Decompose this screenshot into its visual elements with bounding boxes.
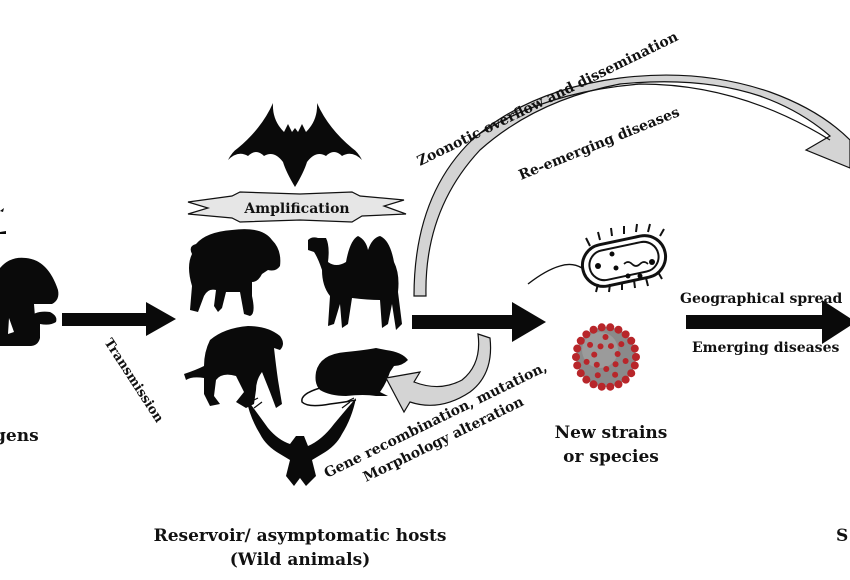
virus-spike <box>597 382 606 391</box>
reservoir-label-line2: (Wild animals) <box>230 550 370 570</box>
virus-spike <box>632 353 640 361</box>
virus-spike <box>573 344 582 353</box>
virus-spike <box>593 361 600 368</box>
virus-spike <box>614 351 621 358</box>
virus-spike <box>589 325 598 334</box>
virus-spike <box>606 382 615 391</box>
coronavirus-icon <box>572 323 640 391</box>
virus-spike <box>618 341 625 348</box>
transmission-label: Transmission <box>101 336 167 426</box>
eagle-icon <box>246 397 356 486</box>
virus-spike <box>612 371 619 378</box>
virus-spike <box>583 358 590 365</box>
zoonotic-label: Zoonotic overflow and dissemination <box>415 29 681 170</box>
virus-spike <box>582 330 591 339</box>
pathogens-label: gens <box>0 426 39 446</box>
virus-spike <box>603 365 610 372</box>
virus-spike <box>573 361 582 370</box>
virus-spike <box>614 325 623 334</box>
wild-boar-icon <box>189 229 281 316</box>
new-strains-label-line1: New strains <box>555 423 668 443</box>
virus-spike <box>591 351 598 358</box>
geographical-spread-arrow <box>686 300 850 344</box>
virus-spike <box>589 380 598 389</box>
virus-spike <box>576 369 585 378</box>
virus-spike <box>572 353 580 361</box>
virus-spike <box>594 372 601 379</box>
virus-spike <box>587 341 594 348</box>
virus-spike <box>630 344 639 353</box>
virus-spike <box>627 336 636 345</box>
virus-spike <box>582 375 591 384</box>
transmission-arrow <box>62 302 176 336</box>
partial-icon-top-left <box>0 208 6 234</box>
right-partial-label: S <box>836 526 848 546</box>
virus-spike <box>606 323 615 332</box>
new-strains-label-line2: or species <box>563 447 659 467</box>
virus-spike <box>597 343 604 350</box>
main-arrow-middle <box>412 302 546 342</box>
geographical-spread-label: Geographical spread <box>680 291 843 307</box>
virus-spike <box>630 361 639 370</box>
mushroom-icon <box>0 257 59 346</box>
virus-spike <box>607 343 614 350</box>
emerging-diseases-label: Emerging diseases <box>692 340 839 356</box>
virus-spike <box>614 380 623 389</box>
zoonotic-curved-arrow <box>413 74 850 297</box>
virus-spike <box>576 336 585 345</box>
virus-spike <box>612 361 619 368</box>
amplification-banner <box>187 191 407 223</box>
camel-icon <box>308 236 402 330</box>
re-emerging-label: Re-emerging diseases <box>517 104 683 183</box>
chimpanzee-icon <box>184 326 283 408</box>
virus-spike <box>602 334 609 341</box>
bacterium-icon <box>527 223 668 293</box>
reservoir-label-line1: Reservoir/ asymptomatic hosts <box>154 526 447 546</box>
virus-spike <box>622 357 629 364</box>
rat-icon <box>301 348 408 407</box>
virus-spike <box>627 369 636 378</box>
virus-spike <box>621 330 630 339</box>
virus-spike <box>621 375 630 384</box>
gene-recombination-curved-arrow <box>385 333 492 414</box>
virus-spike <box>597 323 606 332</box>
amplification-label: Amplification <box>243 201 349 217</box>
bat-icon <box>228 103 362 187</box>
